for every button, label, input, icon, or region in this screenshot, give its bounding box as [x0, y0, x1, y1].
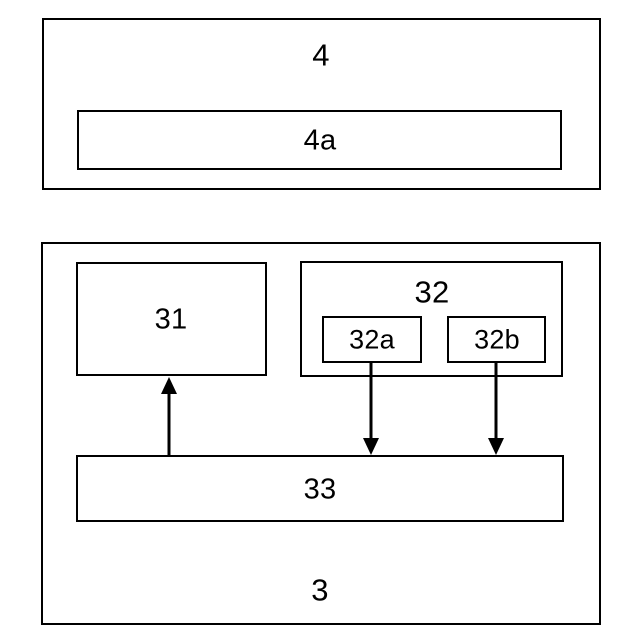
block-3-label: 3 [311, 572, 329, 608]
block-32-label: 32 [414, 274, 450, 310]
block-32b-label: 32b [474, 324, 520, 355]
block-4-label: 4 [312, 37, 330, 73]
block-33-label: 33 [303, 473, 337, 506]
block-4a-label: 4a [303, 124, 337, 157]
block-32a-label: 32a [349, 324, 395, 355]
block-32a [322, 316, 422, 363]
block-33 [76, 455, 564, 522]
block-32b [447, 316, 546, 363]
block-4a [77, 110, 562, 170]
block-31 [76, 262, 267, 376]
block-31-label: 31 [154, 303, 188, 336]
